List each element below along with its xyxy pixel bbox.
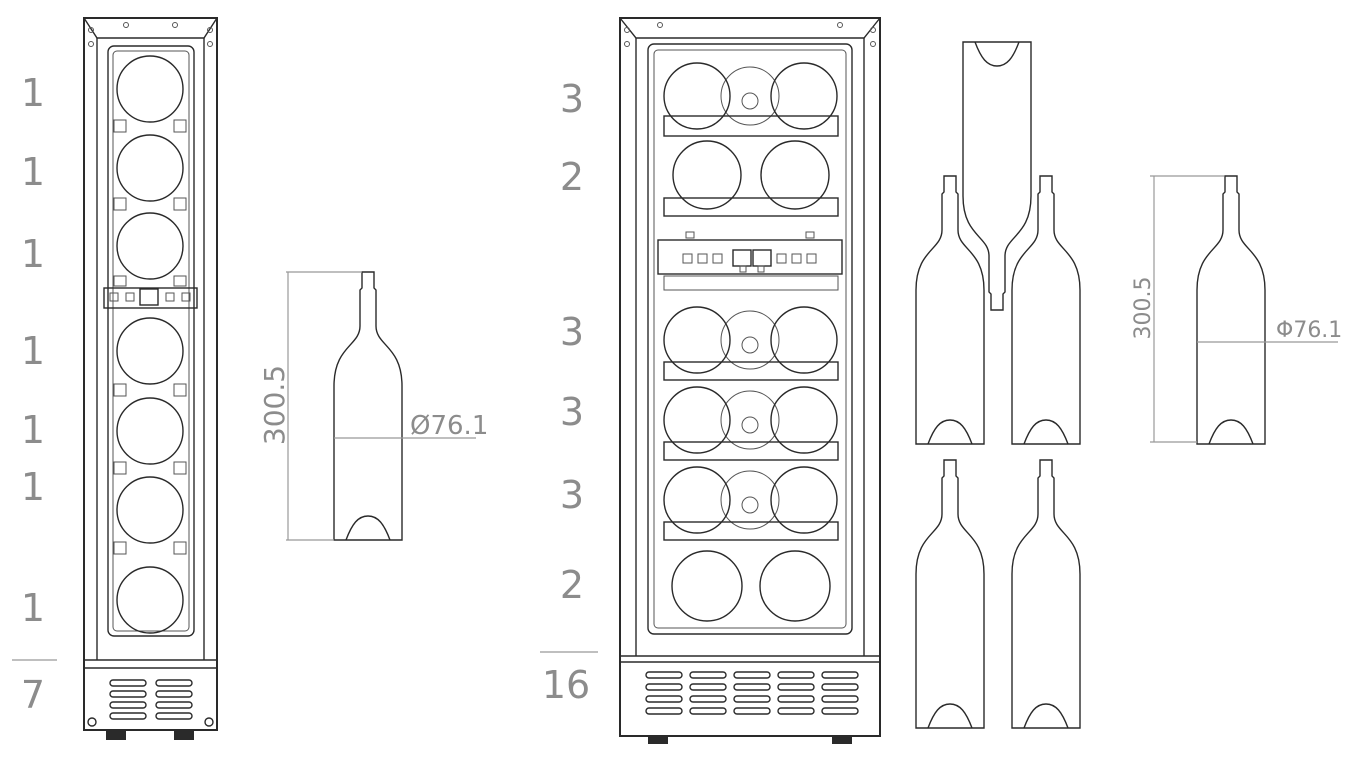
right-total-count: 16: [542, 663, 590, 707]
right-row-count: 2: [560, 155, 584, 199]
bottle-icon: [333, 271, 403, 541]
bottle-diameter-label: Ø76.1: [410, 411, 488, 441]
right-control-panel: [657, 231, 843, 291]
bottle-icon: [1011, 175, 1081, 445]
bottle-arrangement-group: [915, 41, 1081, 729]
right-row-count: 3: [560, 310, 584, 354]
right-bottle-slots: [663, 62, 839, 217]
left-row-count: 1: [21, 465, 45, 509]
left-bottle-dimension: 300.5 Ø76.1: [258, 271, 488, 541]
left-row-count: 1: [21, 150, 45, 194]
bottle-icon: [1196, 175, 1266, 445]
left-row-count: 1: [21, 408, 45, 452]
right-cabinet-frame: [619, 17, 881, 737]
shelf: [663, 115, 839, 137]
foot-icon: [106, 730, 126, 740]
left-cabinet-frame: [83, 17, 218, 731]
bottle-height-label: 300.5: [1131, 277, 1156, 340]
left-control-panel: [103, 287, 198, 309]
bottle-height-label: 300.5: [258, 365, 291, 445]
right-ventilation-grille: [645, 671, 859, 715]
bottle-diameter-label: Φ76.1: [1276, 318, 1342, 343]
left-cooler-unit: 1 1 1 1 1 1 1 7: [12, 17, 218, 740]
right-row-count: 3: [560, 473, 584, 517]
bottle-icon: [915, 459, 985, 729]
right-bottle-slots: [663, 306, 839, 622]
foot-icon: [832, 736, 852, 744]
left-row-count: 1: [21, 586, 45, 630]
left-ventilation-grille: [109, 679, 193, 720]
shelf: [663, 521, 839, 541]
left-row-count: 1: [21, 329, 45, 373]
shelf: [663, 361, 839, 381]
right-bottle-dimension: 300.5 Φ76.1: [1131, 175, 1342, 445]
left-total-count: 7: [21, 673, 45, 717]
right-row-count: 2: [560, 563, 584, 607]
bottle-icon: [1011, 459, 1081, 729]
bottle-icon: [962, 41, 1032, 311]
foot-icon: [174, 730, 194, 740]
shelf: [663, 197, 839, 217]
right-row-count: 3: [560, 77, 584, 121]
right-row-count: 3: [560, 390, 584, 434]
foot-icon: [648, 736, 668, 744]
left-row-count: 1: [21, 232, 45, 276]
left-bottle-slots: [116, 55, 184, 634]
left-row-count: 1: [21, 71, 45, 115]
shelf: [663, 441, 839, 461]
right-cooler-unit: 3 2 3 3 3 2 16: [540, 17, 881, 744]
bottle-icon: [915, 175, 985, 445]
